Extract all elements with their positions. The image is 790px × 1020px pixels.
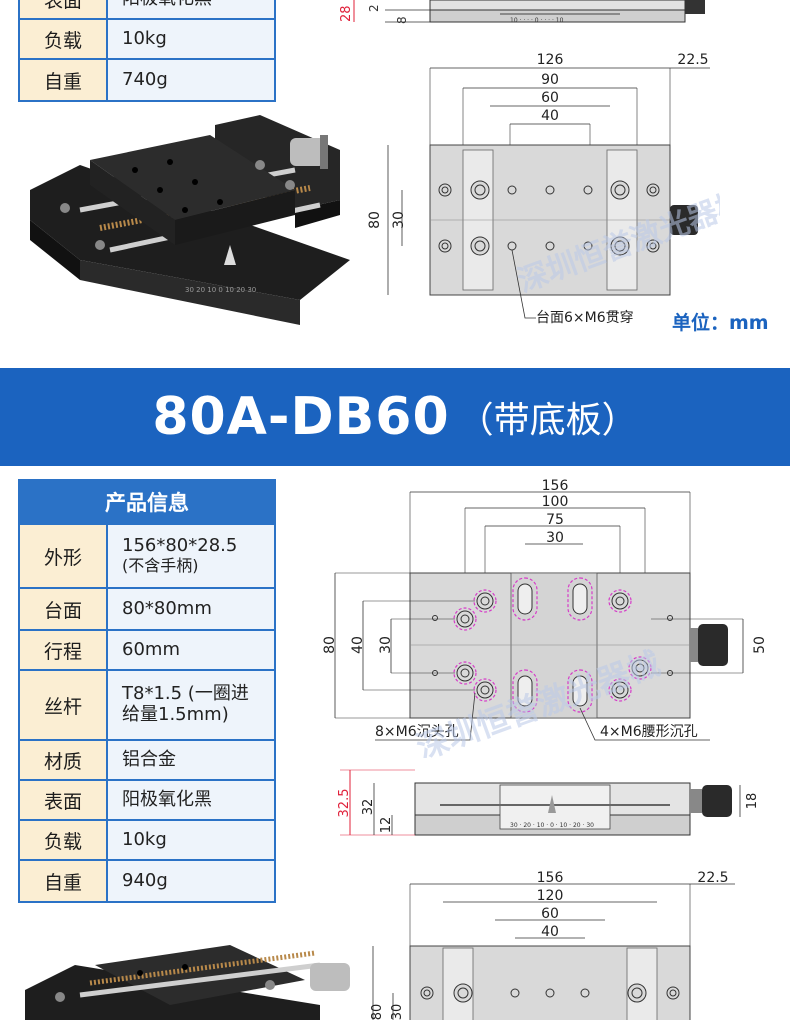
model-title: 80A-DB60 xyxy=(152,387,450,447)
spec-row-weight: 自重 740g xyxy=(20,60,274,100)
spec-label: 负载 xyxy=(20,20,108,58)
model-banner: 80A-DB60 （带底板） xyxy=(0,368,790,466)
svg-text:100: 100 xyxy=(542,494,569,510)
spec-label: 表面 xyxy=(20,781,108,819)
svg-text:30 · 20 · 10 · 0 · 10 · 20 · 3: 30 · 20 · 10 · 0 · 10 · 20 · 30 xyxy=(510,822,594,829)
spec-table-header: 产品信息 xyxy=(20,481,274,525)
spec-row-material: 材质 铝合金 xyxy=(20,741,274,781)
svg-text:10 · · · · 0 · · · · 10: 10 · · · · 0 · · · · 10 xyxy=(510,17,564,24)
spec-value: 10kg xyxy=(108,20,274,58)
callout-top: 台面6×M6贯穿 xyxy=(536,310,634,326)
svg-text:22.5: 22.5 xyxy=(677,52,708,68)
svg-text:156: 156 xyxy=(537,870,564,886)
spec-row-surface: 表面 阳极氧化黑 xyxy=(20,781,274,821)
svg-text:12: 12 xyxy=(379,817,394,834)
svg-text:32.5: 32.5 xyxy=(337,789,352,818)
svg-text:30: 30 xyxy=(378,636,394,654)
callout-countersunk: 8×M6沉头孔 xyxy=(375,724,459,740)
spec-row-travel: 行程 60mm xyxy=(20,631,274,671)
svg-text:80: 80 xyxy=(370,1004,385,1020)
spec-value: 156*80*28.5(不含手柄) xyxy=(108,525,274,587)
svg-text:60: 60 xyxy=(541,90,559,106)
spec-label: 自重 xyxy=(20,861,108,901)
svg-text:30: 30 xyxy=(390,1004,405,1020)
svg-text:8: 8 xyxy=(395,16,409,24)
spec-label: 材质 xyxy=(20,741,108,779)
model-note: （带底板） xyxy=(457,400,638,441)
svg-text:60: 60 xyxy=(541,906,559,922)
top-view-drawing-bottom: 156 100 75 30 xyxy=(322,478,768,758)
spec-value: 80*80mm xyxy=(108,589,274,629)
unit-label: 单位：mm xyxy=(672,312,769,334)
svg-text:40: 40 xyxy=(541,924,559,940)
svg-text:80: 80 xyxy=(367,211,383,229)
top-view-drawing-top: 126 22.5 90 60 40 80 30 台面6×M6贯 xyxy=(367,52,720,326)
spec-value: 10kg xyxy=(108,821,274,859)
spec-row-load: 负载 10kg xyxy=(20,20,274,60)
callout-slot: 4×M6腰形沉孔 xyxy=(600,724,698,740)
spec-label: 外形 xyxy=(20,525,108,587)
spec-row-surface: 表面 阳极氧化黑 xyxy=(20,0,274,20)
svg-text:32: 32 xyxy=(361,799,376,816)
spec-label: 丝杆 xyxy=(20,671,108,739)
spec-value: 阳极氧化黑 xyxy=(108,781,274,819)
spec-row-load: 负载 10kg xyxy=(20,821,274,861)
svg-text:80: 80 xyxy=(322,636,338,654)
partial-top-view-drawing: 156 22.5 120 60 40 80 30 xyxy=(370,870,735,1020)
svg-text:2: 2 xyxy=(367,4,381,12)
spec-row-leadscrew: 丝杆 T8*1.5 (一圈进给量1.5mm) xyxy=(20,671,274,741)
svg-text:30 20 10 0 10 20 30: 30 20 10 0 10 20 30 xyxy=(185,286,256,294)
svg-text:120: 120 xyxy=(537,888,564,904)
spec-value: 60mm xyxy=(108,631,274,669)
spec-row-table-size: 台面 80*80mm xyxy=(20,589,274,631)
spec-value: 阳极氧化黑 xyxy=(108,0,274,18)
svg-text:126: 126 xyxy=(537,52,564,68)
spec-value: 940g xyxy=(108,861,274,901)
svg-text:30: 30 xyxy=(391,211,407,229)
svg-text:30: 30 xyxy=(546,530,564,546)
svg-text:28: 28 xyxy=(340,5,354,22)
product-photo-bottom xyxy=(25,945,350,1020)
svg-text:75: 75 xyxy=(546,512,564,528)
svg-text:156: 156 xyxy=(542,478,569,494)
svg-text:40: 40 xyxy=(541,108,559,124)
spec-table-bottom: 产品信息 外形 156*80*28.5(不含手柄) 台面 80*80mm 行程 … xyxy=(18,479,276,903)
spec-label: 台面 xyxy=(20,589,108,629)
spec-row-shape: 外形 156*80*28.5(不含手柄) xyxy=(20,525,274,589)
svg-text:18: 18 xyxy=(745,793,760,810)
side-view-drawing-bottom: 30 · 20 · 10 · 0 · 10 · 20 · 30 32.5 32 … xyxy=(337,769,760,836)
spec-row-weight: 自重 940g xyxy=(20,861,274,901)
spec-value: T8*1.5 (一圈进给量1.5mm) xyxy=(108,671,274,739)
svg-text:50: 50 xyxy=(752,636,768,654)
svg-text:90: 90 xyxy=(541,72,559,88)
spec-label: 表面 xyxy=(20,0,108,18)
spec-table-top: 表面 阳极氧化黑 负载 10kg 自重 740g xyxy=(18,0,276,102)
spec-label: 自重 xyxy=(20,60,108,100)
spec-label: 负载 xyxy=(20,821,108,859)
side-view-drawing-top: 10 · · · · 0 · · · · 10 28 2 8 xyxy=(340,0,705,24)
spec-value: 740g xyxy=(108,60,274,100)
svg-text:40: 40 xyxy=(350,636,366,654)
product-photo-top: 30 20 10 0 10 20 30 xyxy=(30,115,350,325)
spec-value: 铝合金 xyxy=(108,741,274,779)
spec-label: 行程 xyxy=(20,631,108,669)
svg-text:22.5: 22.5 xyxy=(697,870,728,886)
